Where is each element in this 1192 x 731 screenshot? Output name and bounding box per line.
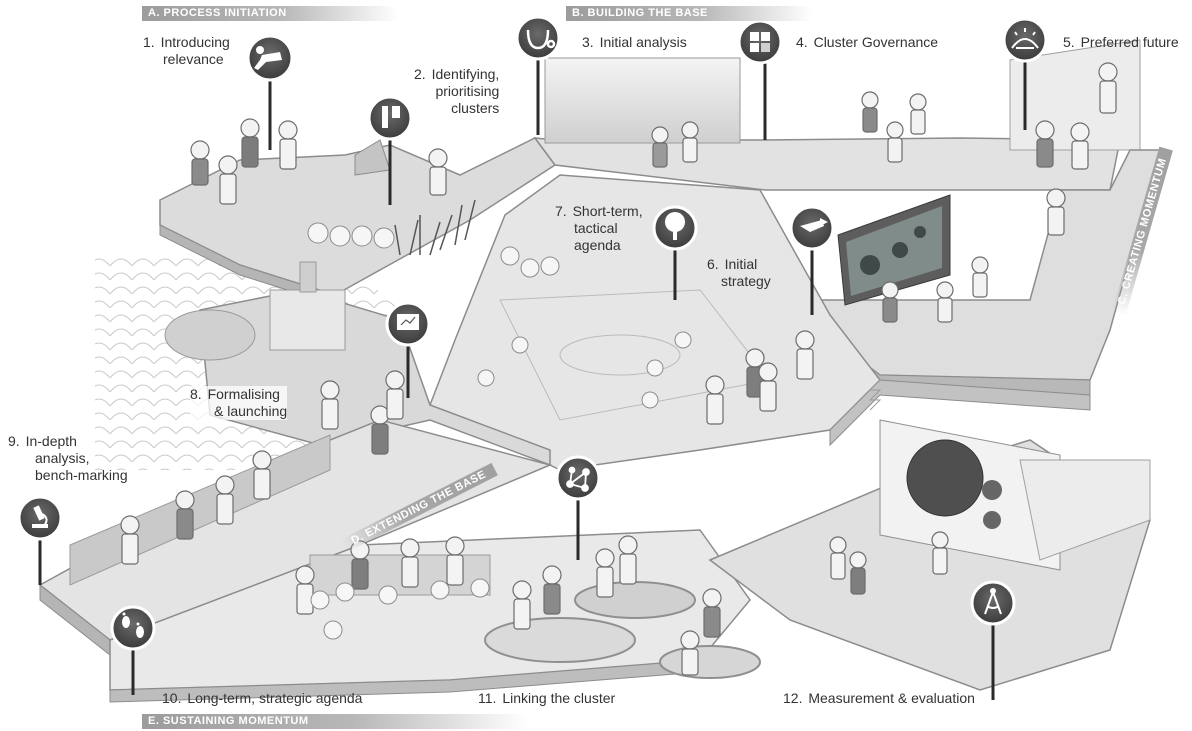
step-5-number: 5.	[1063, 34, 1075, 50]
step-4-line-1: Cluster Governance	[813, 34, 939, 50]
platform-measurement	[708, 419, 1151, 691]
step-12-label: 12. Measurement & evaluation	[783, 690, 975, 707]
microscope-icon	[32, 505, 48, 528]
step-6-icon-marker	[789, 205, 835, 315]
step-10-line-1: Long-term, strategic agenda	[187, 690, 363, 706]
step-6-line-1: Initial	[724, 256, 758, 272]
board-arrow-icon	[800, 218, 828, 232]
stethoscope-icon	[526, 29, 556, 50]
step-8-number: 8.	[190, 386, 202, 402]
step-12-number: 12.	[783, 690, 803, 706]
step-2-icon-marker	[367, 95, 413, 205]
step-1-line-2: relevance	[163, 51, 224, 67]
step-6-number: 6.	[707, 256, 719, 272]
step-7-label: 7. Short-term, tactical agenda	[555, 203, 643, 254]
step-10-number: 10.	[162, 690, 182, 706]
step-7-line-3: agenda	[574, 237, 621, 253]
step-11-line-1: Linking the cluster	[502, 690, 616, 706]
step-9-line-3: bench-marking	[35, 467, 128, 483]
platform-formalising	[164, 261, 551, 467]
step-11-icon-marker	[555, 455, 601, 560]
step-5-label: 5. Preferred future	[1063, 34, 1179, 51]
step-11-label: 11. Linking the cluster	[478, 690, 615, 707]
step-2-label: 2. Identifying, prioritising clusters	[414, 66, 499, 117]
step-1-icon-marker	[246, 34, 294, 150]
step-6-label: 6. Initial strategy	[707, 256, 771, 290]
step-2-line-1: Identifying,	[431, 66, 500, 82]
presentation-board-icon	[397, 314, 419, 330]
step-7-line-2: tactical	[574, 220, 618, 236]
step-8-line-1: Formalising	[207, 386, 280, 402]
step-2-number: 2.	[414, 66, 426, 82]
step-1-label: 1. Introducing relevance	[143, 34, 230, 68]
step-3-label: 3. Initial analysis	[582, 34, 687, 51]
phase-a-banner: A. PROCESS INITIATION	[142, 6, 398, 21]
step-12-line-1: Measurement & evaluation	[808, 690, 975, 706]
crawling-figure-icon	[254, 46, 282, 70]
step-1-line-1: Introducing	[160, 34, 230, 50]
step-4-icon-marker	[737, 19, 783, 140]
plant-selection-icon	[382, 106, 400, 128]
puzzle-icon	[750, 32, 770, 52]
balls	[307, 222, 692, 640]
step-7-line-1: Short-term,	[572, 203, 643, 219]
step-8-label: 8. Formalising & launching	[190, 386, 288, 420]
platform-process-initiation	[159, 137, 557, 306]
platform-creating-momentum	[769, 149, 1161, 396]
platform-building-the-base	[533, 39, 1141, 191]
people-figures	[120, 62, 1118, 676]
sunrise-icon	[1011, 28, 1039, 49]
step-7-icon-marker	[652, 205, 698, 300]
step-9-line-1: In-depth	[25, 433, 77, 449]
step-2-line-2: prioritising	[435, 83, 500, 99]
footprints-icon	[122, 612, 144, 638]
step-7-number: 7.	[555, 203, 567, 219]
tree-icon	[665, 212, 685, 240]
step-9-number: 9.	[8, 433, 20, 449]
step-9-line-2: analysis,	[35, 450, 90, 466]
step-2-line-3: clusters	[451, 100, 500, 116]
step-1-number: 1.	[143, 34, 155, 50]
step-4-label: 4. Cluster Governance	[796, 34, 938, 51]
step-10-label: 10. Long-term, strategic agenda	[162, 690, 362, 707]
step-12-icon-marker	[970, 580, 1016, 700]
step-3-line-1: Initial analysis	[599, 34, 687, 50]
step-5-icon-marker	[1002, 17, 1048, 130]
step-9-icon-marker	[17, 495, 63, 585]
stairs	[868, 379, 882, 411]
step-8-icon-marker	[385, 301, 431, 398]
compass-icon	[984, 588, 1002, 615]
phase-b-banner: B. BUILDING THE BASE	[566, 6, 812, 21]
grass	[394, 199, 476, 256]
step-3-number: 3.	[582, 34, 594, 50]
step-5-line-1: Preferred future	[1080, 34, 1179, 50]
step-10-icon-marker	[110, 605, 156, 695]
step-8-line-2: & launching	[214, 403, 288, 419]
network-icon	[566, 466, 590, 492]
step-6-line-2: strategy	[721, 273, 771, 289]
step-9-label: 9. In-depth analysis, bench-marking	[8, 433, 128, 484]
phase-e-banner: E. SUSTAINING MOMENTUM	[142, 714, 528, 729]
step-4-number: 4.	[796, 34, 808, 50]
step-11-number: 11.	[478, 690, 497, 706]
step-3-icon-marker	[515, 15, 561, 135]
